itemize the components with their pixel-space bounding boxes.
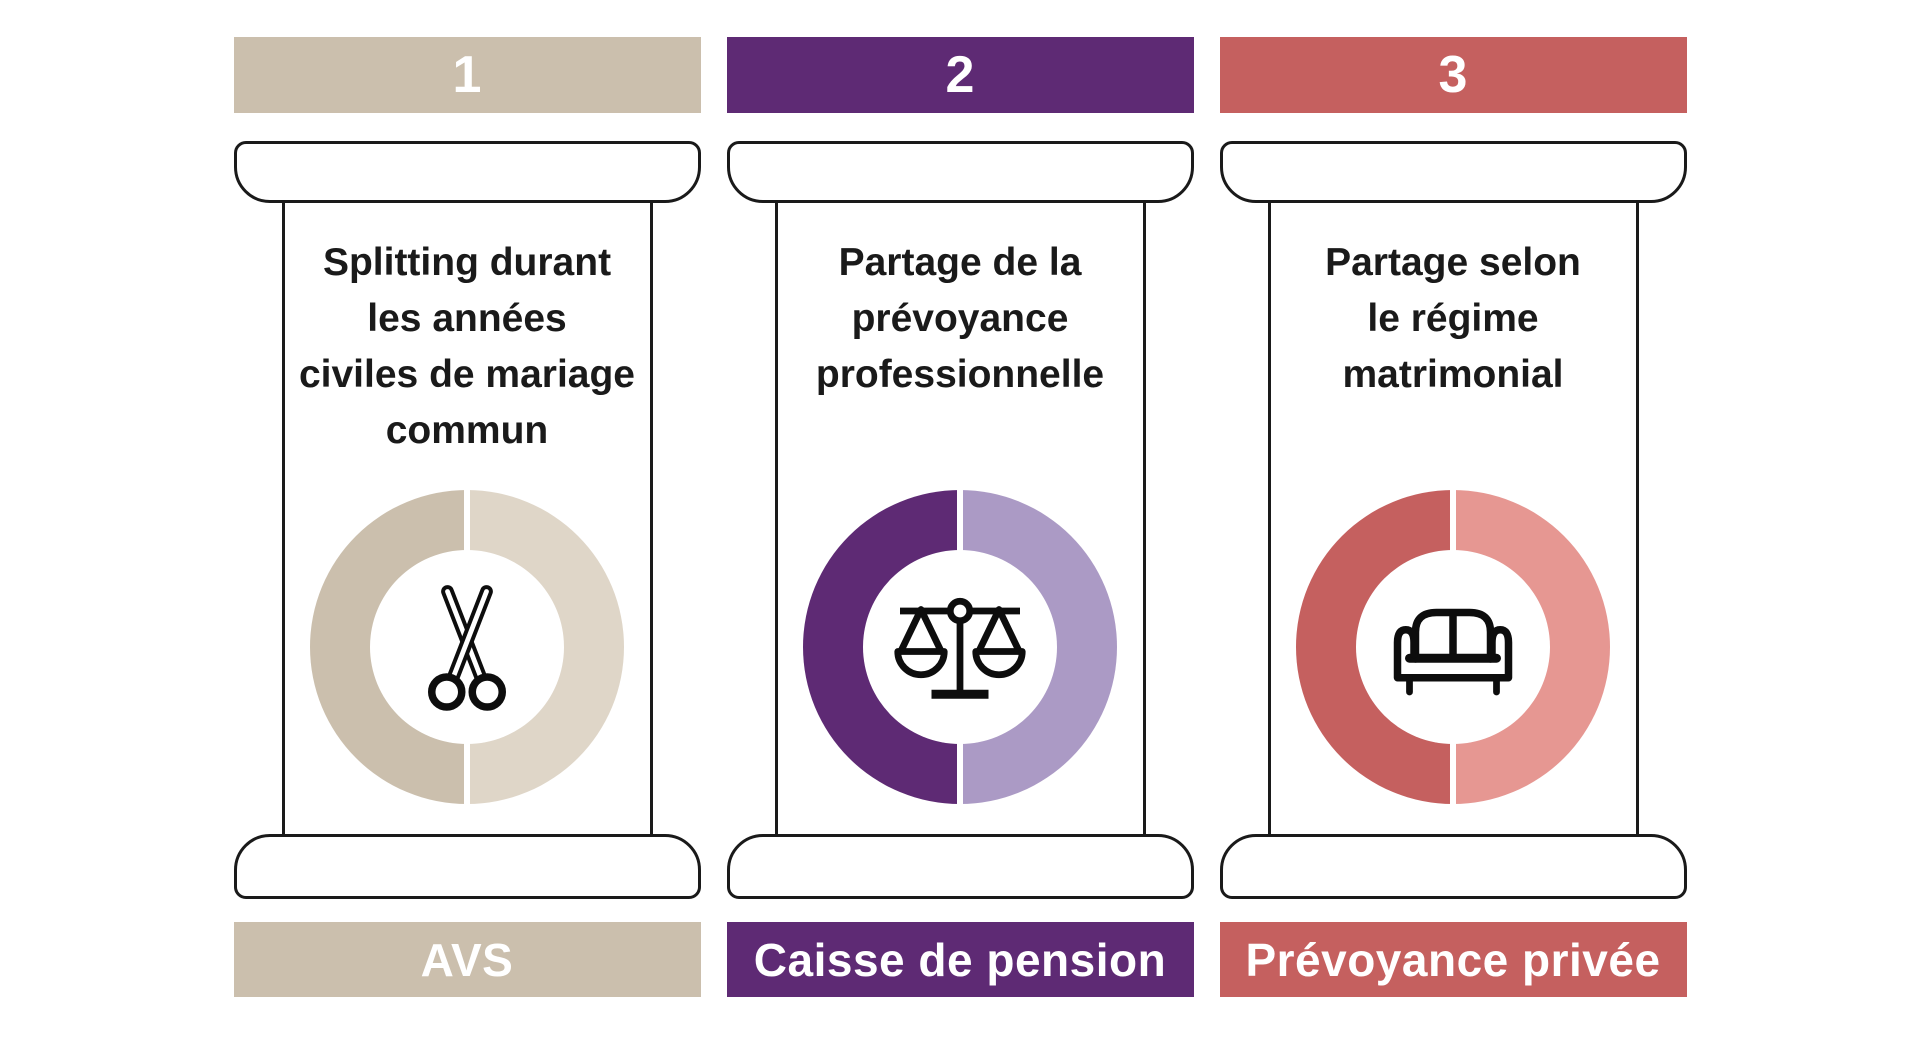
pillar-1-donut-hole (370, 550, 564, 744)
pillar-3-number-band: 3 (1219, 37, 1687, 113)
pillar-3-description: Partage selon le régime matrimonial (1325, 241, 1581, 396)
pillar-2-shaft: Partage de la prévoyance professionnelle (774, 203, 1146, 834)
pillar-1-description: Splitting durant les années civiles de m… (298, 241, 636, 452)
pillar-1-number-band: 1 (233, 37, 701, 113)
pillar-3-donut-hole (1356, 550, 1550, 744)
pillar-2-number-band: 2 (726, 37, 1194, 113)
pillar-1-base (233, 834, 701, 899)
pillar-1: 1 Splitting durant les années civiles de… (233, 37, 701, 997)
pillar-3-base (1219, 834, 1687, 899)
pillar-2-capital (726, 141, 1194, 203)
pillar-3: 3 Partage selon le régime matrimonial (1219, 37, 1687, 997)
pillar-1-shaft: Splitting durant les années civiles de m… (281, 203, 653, 834)
pillar-3-donut-chart (1296, 490, 1610, 804)
pillar-1-label: AVS (420, 933, 514, 986)
pillar-3-number: 3 (1438, 46, 1468, 104)
pillar-3-label: Prévoyance privée (1245, 933, 1661, 986)
pillar-1-donut-chart (310, 490, 624, 804)
pillar-2-donut-hole (863, 550, 1057, 744)
pillar-2-label: Caisse de pension (753, 933, 1167, 986)
pillar-2-base (726, 834, 1194, 899)
pillar-1-label-band: AVS (233, 922, 701, 997)
pillar-2-number: 2 (945, 46, 975, 104)
three-pillar-diagram: 1 Splitting durant les années civiles de… (233, 37, 1687, 997)
sofa-icon (1393, 608, 1513, 696)
pillar-2-description: Partage de la prévoyance professionnelle (815, 241, 1105, 396)
pillar-3-capital (1219, 141, 1687, 203)
pillar-3-shaft: Partage selon le régime matrimonial (1267, 203, 1639, 834)
pillar-2-label-band: Caisse de pension (726, 922, 1194, 997)
pillar-2: 2 Partage de la prévoyance professionnel… (726, 37, 1194, 997)
pillar-1-number: 1 (452, 46, 482, 104)
balance-scale-icon (894, 597, 1026, 699)
pillar-2-donut-chart (803, 490, 1117, 804)
scissors-icon (428, 585, 506, 711)
pillar-1-capital (233, 141, 701, 203)
pillar-3-label-band: Prévoyance privée (1219, 922, 1687, 997)
